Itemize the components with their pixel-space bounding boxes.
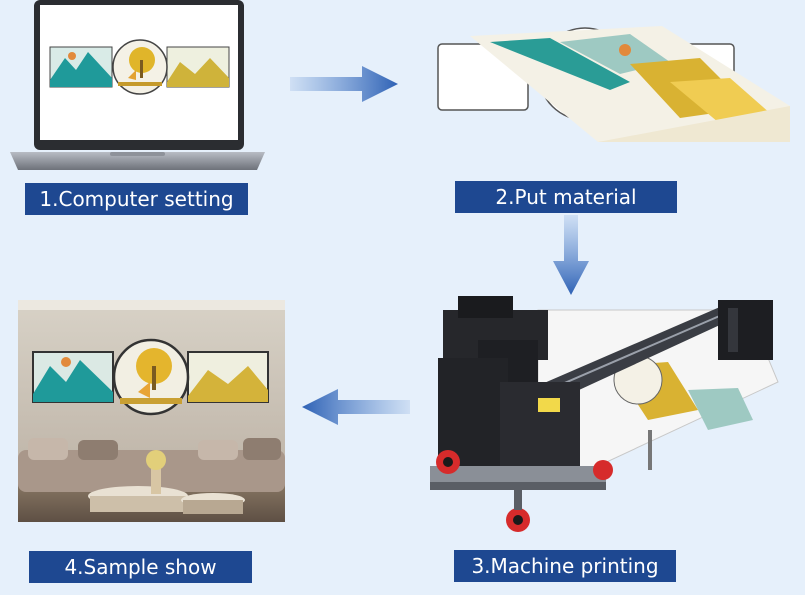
- arrow-right-1-2: [290, 64, 400, 104]
- arrow-left-icon: [302, 389, 410, 425]
- step-3-label: 3.Machine printing: [454, 550, 676, 582]
- material-sheet-icon: [437, 26, 790, 142]
- step-2-material: [430, 22, 790, 147]
- step-4-label: 4.Sample show: [29, 551, 252, 583]
- step-4-sample: [18, 300, 285, 522]
- step-1-computer: [10, 0, 265, 175]
- step-3-printer: [418, 270, 783, 540]
- arrow-down-2-3: [551, 215, 591, 297]
- step-2-label: 2.Put material: [455, 181, 677, 213]
- arrow-down-icon: [553, 215, 589, 295]
- arrow-left-3-4: [300, 387, 412, 427]
- living-room-sample-icon: [18, 300, 285, 522]
- laptop-icon: [10, 0, 265, 170]
- step-1-label: 1.Computer setting: [25, 183, 248, 215]
- arrow-right-icon: [290, 66, 398, 102]
- uv-printer-icon: [430, 296, 779, 532]
